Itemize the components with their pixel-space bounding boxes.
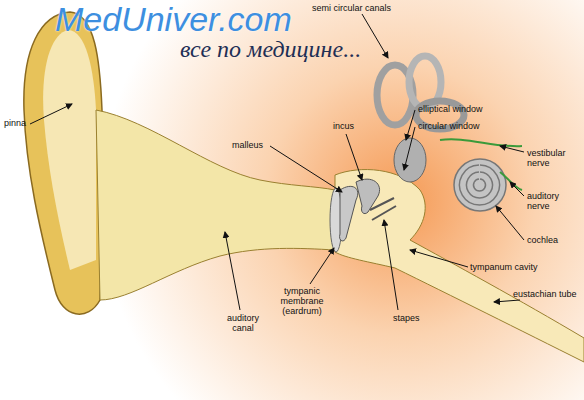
part-label: circular window [418,121,508,131]
leader-line [410,250,468,267]
leader-line [496,206,524,240]
leader-line [310,248,334,284]
part-label: auditory canal [218,313,268,333]
leader-line [500,146,524,152]
incus-bone [356,179,380,213]
part-label: semi circular canals [312,3,422,13]
watermark-tagline: все по медицине... [180,36,361,62]
part-label: tympanic membrane (eardrum) [262,286,342,316]
pinna-shape [24,12,102,314]
cochlea-spiral [460,165,500,205]
part-label: auditory nerve [527,191,581,211]
leader-line [494,300,520,302]
part-label: stapes [393,313,433,323]
part-label: elliptical window [418,104,508,114]
leader-line [384,220,398,310]
leader-line [404,127,415,170]
leader-lines [30,14,524,310]
watermark: MedUniver.com [55,0,292,38]
cochlea-shape [454,159,506,211]
leader-line [225,232,240,310]
part-label: eustachian tube [513,289,581,299]
auditory-canal-shape [96,110,335,300]
auditory-nerve-line [500,172,522,190]
leader-line [362,14,388,58]
part-label: vestibular nerve [527,148,581,168]
part-label: incus [333,121,373,131]
malleus-bone [340,186,358,241]
part-label: tympanum cavity [470,262,570,272]
pinna-inner [43,30,96,270]
part-label: malleus [232,140,272,150]
leader-line [30,104,72,124]
part-label: cochlea [527,235,581,245]
leader-line [406,110,415,140]
part-label: pinna [4,118,44,128]
vestibular-nerve-line [440,139,522,146]
leader-line [346,134,362,180]
stapes-bone [370,198,396,220]
leader-line [510,182,524,196]
leader-line [270,146,342,192]
